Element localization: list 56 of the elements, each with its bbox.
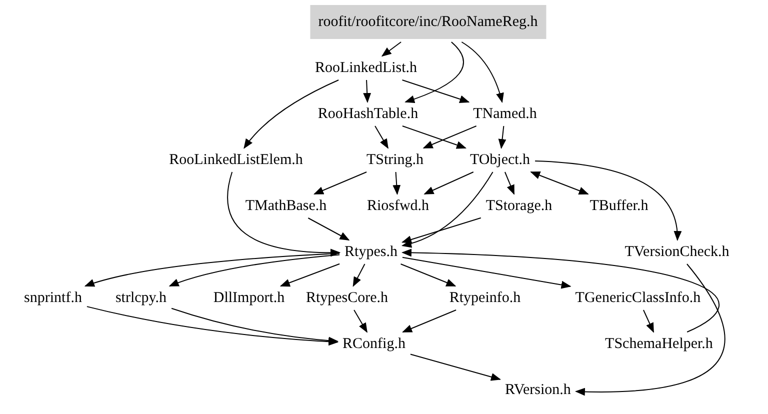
- arrow: [422, 126, 477, 148]
- arrow: [401, 248, 720, 332]
- arrow: [642, 310, 654, 333]
- arrow: [400, 264, 456, 286]
- file-label: TBuffer.h: [588, 197, 650, 215]
- file-label: Rtypes.h: [342, 243, 400, 261]
- file-label: TMathBase.h: [243, 197, 329, 215]
- arrow: [363, 80, 372, 103]
- arrow: [498, 126, 506, 149]
- arrow: [168, 254, 340, 286]
- arrow: [402, 172, 494, 248]
- file-label: TStorage.h: [484, 197, 554, 215]
- arrow: [402, 80, 470, 103]
- arrow: [424, 172, 474, 194]
- file-label: Rtypeinfo.h: [447, 289, 523, 307]
- file-label: DllImport.h: [211, 289, 287, 307]
- arrow: [354, 310, 368, 333]
- arrow: [392, 172, 401, 195]
- arrow: [171, 308, 339, 345]
- file-label: RooLinkedList.h: [312, 59, 420, 77]
- file-label: TNamed.h: [471, 105, 539, 123]
- file-label: RVersion.h: [503, 381, 573, 399]
- file-label: TVersionCheck.h: [622, 243, 732, 261]
- arrow: [280, 263, 340, 287]
- arrow: [308, 218, 350, 240]
- file-label: RooLinkedListElem.h: [167, 151, 305, 169]
- file-label: RtypesCore.h: [304, 289, 390, 307]
- arrow: [244, 80, 340, 149]
- arrow: [530, 172, 589, 194]
- file-label: strlcpy.h: [113, 289, 169, 307]
- arrow: [381, 42, 402, 57]
- file-label: snprintf.h: [22, 289, 84, 307]
- arrow: [227, 172, 341, 256]
- arrow: [574, 264, 726, 396]
- file-label: TGenericClassInfo.h: [573, 289, 703, 307]
- file-label: Riosfwd.h: [364, 197, 432, 215]
- file-label: TObject.h: [468, 151, 532, 169]
- file-label: TString.h: [364, 151, 426, 169]
- file-label: RooHashTable.h: [316, 105, 420, 123]
- file-box: roofit/roofitcore/inc/RooNameReg.h: [310, 5, 546, 39]
- arrow: [410, 354, 502, 381]
- file-label: TSchemaHelper.h: [603, 335, 715, 353]
- arrow: [84, 252, 340, 287]
- arrow: [402, 310, 457, 332]
- arrow: [402, 126, 466, 149]
- arrow: [504, 172, 515, 195]
- arrow: [404, 42, 464, 103]
- arrow: [352, 264, 366, 287]
- arrow: [402, 217, 482, 244]
- arrow: [374, 126, 388, 149]
- arrow: [534, 160, 681, 241]
- arrow: [402, 256, 572, 289]
- arrow: [86, 306, 339, 346]
- arrow: [314, 172, 368, 194]
- file-label: RConfig.h: [340, 335, 408, 353]
- arrow: [461, 42, 504, 103]
